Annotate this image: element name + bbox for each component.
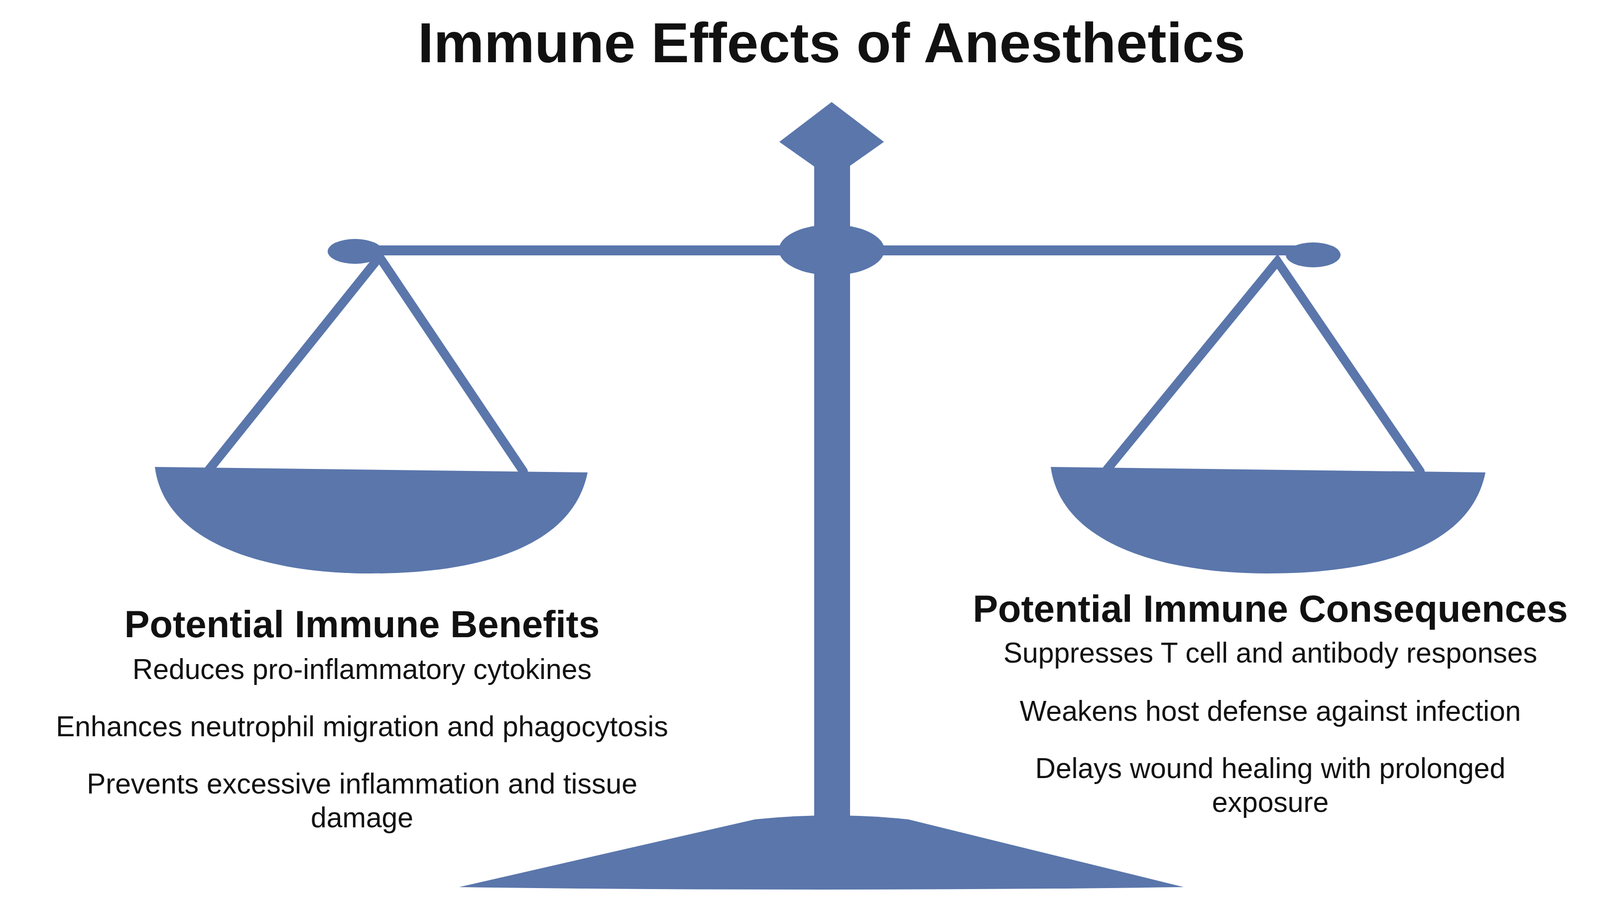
beam-pivot <box>778 224 885 276</box>
group-heading: Potential Immune Consequences <box>972 586 1568 632</box>
diagram-title: Immune Effects of Anesthetics <box>417 8 1246 78</box>
scale-finial <box>779 102 884 169</box>
effect-text: Suppresses T cell and antibody responses <box>1003 635 1538 670</box>
pan-strings <box>209 256 524 472</box>
effect-text: Prevents excessive inflammation and tiss… <box>38 766 686 836</box>
group-heading: Potential Immune Benefits <box>124 601 600 647</box>
scale-pan <box>154 467 588 574</box>
effect-text: Enhances neutrophil migration and phagoc… <box>55 709 668 744</box>
effect-text: Reduces pro-inflammatory cytokines <box>132 652 592 687</box>
beam-end <box>1285 242 1341 268</box>
pan-strings <box>1107 261 1421 472</box>
effect-text: Weakens host defense against infection <box>1019 694 1522 729</box>
scale-base <box>459 815 1184 890</box>
effect-text: Delays wound healing with prolonged expo… <box>984 751 1557 820</box>
scale-pan <box>1050 467 1486 574</box>
